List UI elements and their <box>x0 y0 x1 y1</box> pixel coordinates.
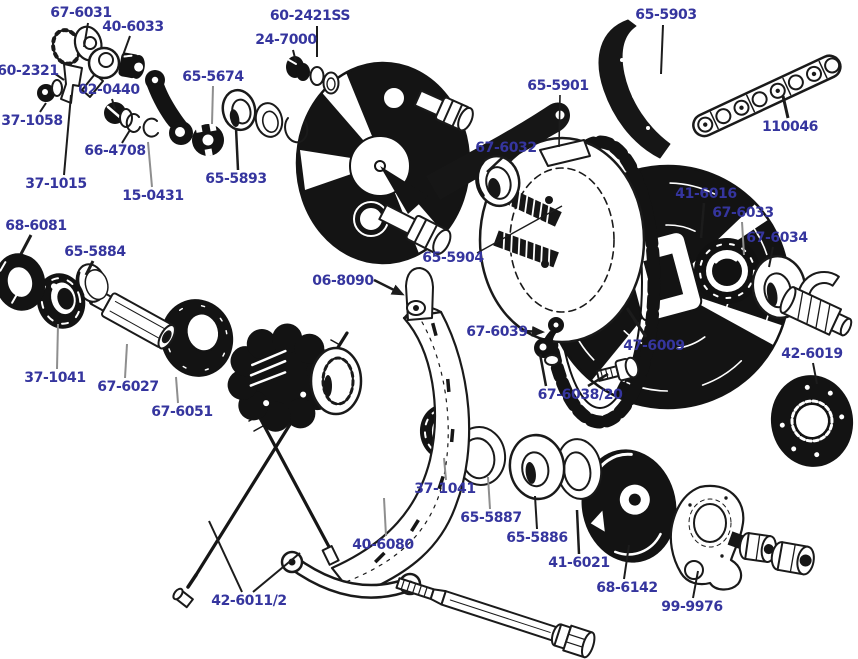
leader-line <box>476 205 563 254</box>
leader-line <box>812 362 818 385</box>
leader-line <box>768 246 774 268</box>
leader-line <box>292 49 297 63</box>
bellcrank-67-6039-drawing <box>534 317 564 366</box>
cush-hub-splined-ring-drawing <box>309 346 363 416</box>
chainguard-65-5903-drawing <box>598 19 671 159</box>
upper-stud-drawing <box>413 89 474 132</box>
axle-drawing <box>395 577 596 659</box>
leader-line <box>575 509 581 555</box>
leader-line <box>486 156 504 173</box>
leader-line <box>443 457 447 481</box>
rim-security-bolt <box>406 300 426 316</box>
adjuster-sleeve-67-6031-drawing <box>51 25 103 66</box>
washer-65-5886-drawing <box>508 433 566 501</box>
speedo-drive-68-6142-drawing <box>581 449 677 563</box>
brake-cam-lever-drawing <box>145 70 193 145</box>
washers-60-2421SS-drawing <box>309 66 340 95</box>
spacer-nut-drawing <box>770 541 815 576</box>
leader-line <box>523 325 545 337</box>
sprocket-disc-42-6019-drawing <box>770 375 854 467</box>
leader-line <box>625 307 648 338</box>
wheel-rim-40-6080-drawing <box>330 267 471 598</box>
nut-37-1058-drawing <box>37 79 63 102</box>
castle-nut-65-5674-drawing <box>192 122 224 157</box>
bearing-37-1041-left-drawing <box>36 273 86 329</box>
circlip-66-4708-drawing <box>125 112 141 133</box>
washer-65-5884-drawing <box>75 263 109 303</box>
leader-line <box>234 127 240 171</box>
washer-open-drawing <box>284 117 309 144</box>
bearing-67-6032-drawing <box>475 154 521 208</box>
leader-line <box>83 22 89 48</box>
washer-drawing <box>254 102 284 138</box>
leader-line <box>383 497 387 537</box>
chain-110046-drawing <box>692 54 842 138</box>
leader-line <box>487 476 491 510</box>
chainguard-speckle <box>646 126 650 130</box>
leader-line <box>124 343 128 379</box>
leader-line <box>211 85 214 125</box>
leader-lines-layer <box>19 22 818 599</box>
leader-line <box>53 72 65 81</box>
eye-bolt-40-6033-drawing <box>81 46 121 98</box>
leader-line <box>121 129 131 144</box>
spacer-nut-drawing <box>738 532 777 563</box>
leader-line <box>623 544 630 580</box>
leader-line <box>587 372 609 388</box>
leader-line <box>208 520 243 593</box>
leader-line <box>121 35 131 59</box>
leader-line <box>781 95 790 119</box>
anchor-plate-99-9976-drawing <box>669 484 755 591</box>
leader-line <box>56 323 59 370</box>
leader-line <box>147 141 153 188</box>
chainguard-speckle <box>620 58 624 62</box>
washer-65-5893-drawing <box>221 88 257 132</box>
leader-line <box>692 570 699 599</box>
leader-line <box>39 102 47 113</box>
leader-line <box>19 234 33 255</box>
barrel-nut-drawing <box>118 52 145 79</box>
bearing-41-6016-drawing <box>694 238 760 304</box>
leader-line <box>252 552 301 593</box>
leader-line <box>741 221 745 256</box>
spindle-67-6027-drawing <box>88 288 176 350</box>
washer-15-0431-drawing <box>142 117 159 138</box>
leader-line <box>699 202 706 239</box>
chainguard-speckle <box>632 94 636 98</box>
leader-line <box>538 353 548 387</box>
cush-ring-67-6051-drawing <box>160 299 234 377</box>
leader-line <box>63 94 72 176</box>
leader-line <box>373 278 405 296</box>
leader-line <box>534 495 538 530</box>
clip-60-2321-drawing <box>60 63 83 104</box>
nut-24-7000-drawing <box>286 56 310 81</box>
adjuster-rod-drawing <box>779 286 853 337</box>
bolt-02-0440-drawing <box>104 102 133 128</box>
leader-line <box>175 376 179 404</box>
leader-line <box>558 94 561 148</box>
brake-spring <box>493 230 559 268</box>
lower-stud-drawing <box>378 203 452 255</box>
leader-line <box>111 98 116 110</box>
leader-line <box>84 260 95 276</box>
brake-shoe-lug-65-5901 <box>539 139 591 167</box>
leader-line <box>660 24 664 75</box>
